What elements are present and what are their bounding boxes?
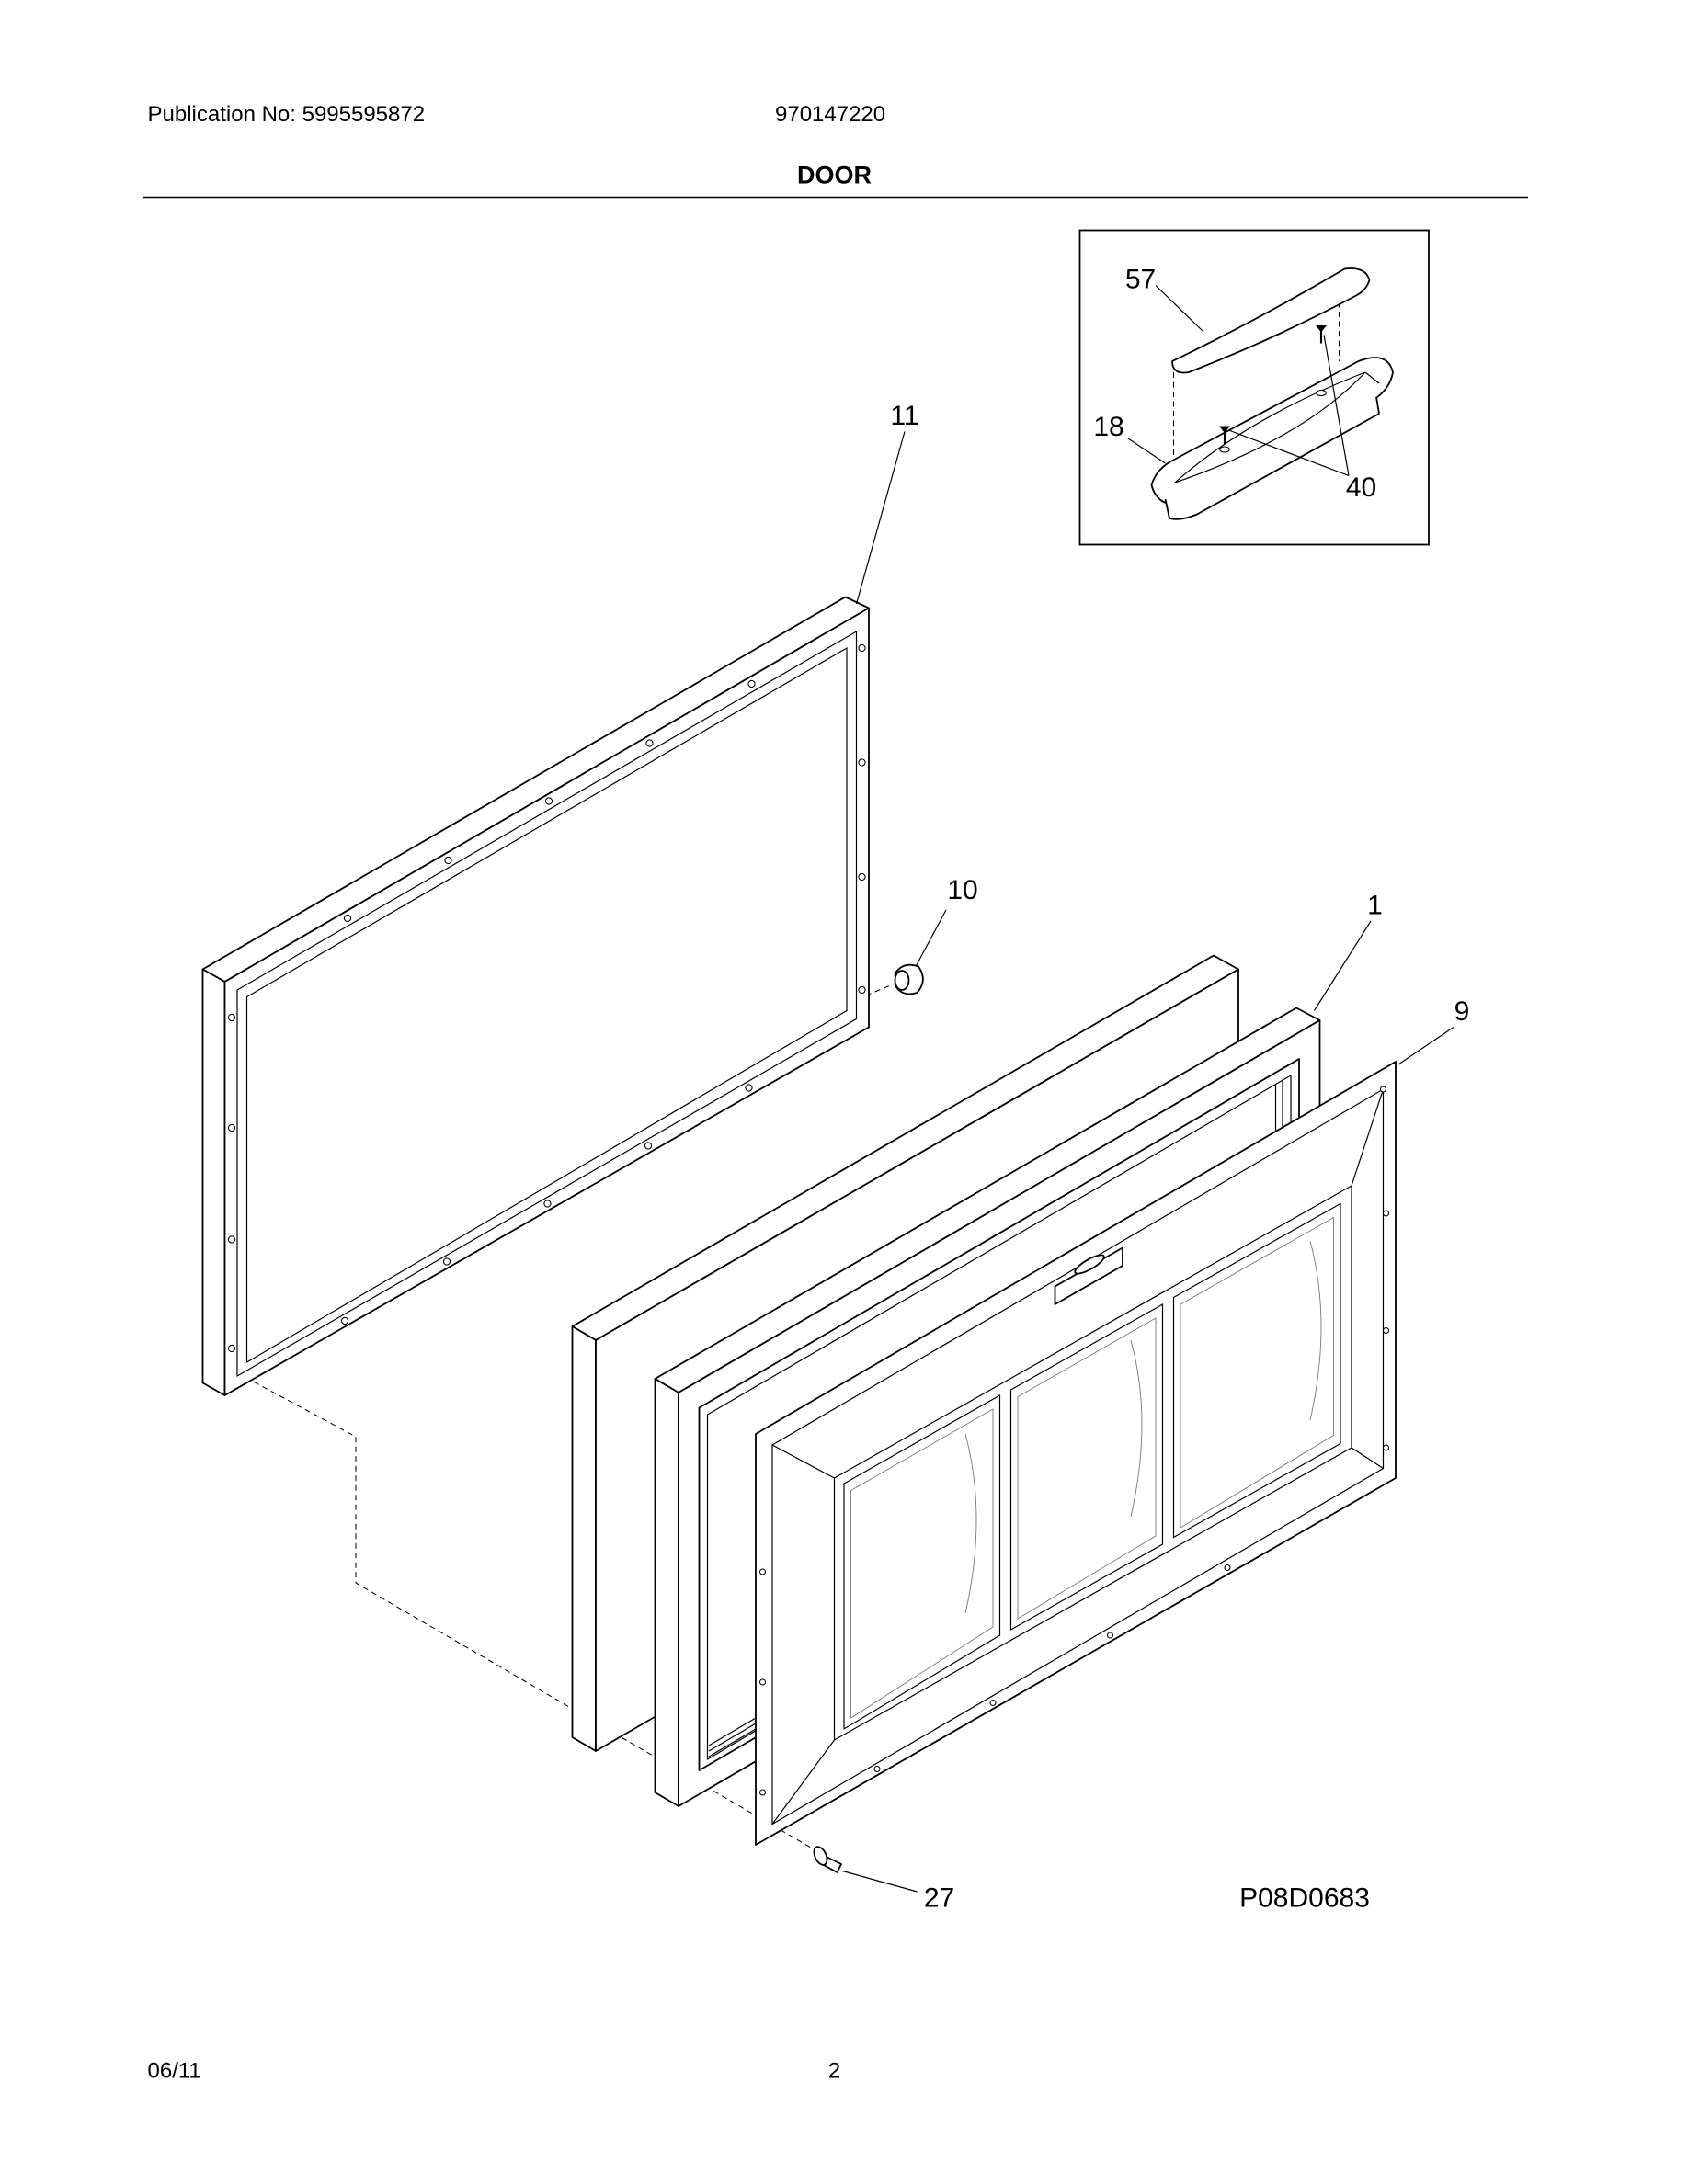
part-10-plug bbox=[894, 963, 924, 995]
screw-hole bbox=[1316, 389, 1327, 397]
part-9-handle-slot bbox=[1074, 1254, 1105, 1275]
section-title: DOOR bbox=[797, 162, 872, 189]
leader-9 bbox=[1397, 1027, 1454, 1065]
screw-hole bbox=[1382, 1444, 1390, 1451]
screw-head bbox=[1219, 426, 1230, 433]
leader-57 bbox=[1155, 285, 1203, 332]
screw-hole bbox=[1382, 1210, 1390, 1217]
screw-hole bbox=[758, 1568, 767, 1575]
callout-9: 9 bbox=[1454, 996, 1470, 1027]
part-57-handle-cap bbox=[1171, 267, 1371, 374]
screw-hole bbox=[747, 679, 756, 688]
screw-hole bbox=[758, 1789, 767, 1796]
part-11-side-face bbox=[201, 968, 226, 1396]
part-1-gasket-line bbox=[708, 1723, 757, 1752]
screw-hole bbox=[989, 1699, 997, 1707]
leader-10 bbox=[915, 909, 947, 967]
screw-hole bbox=[644, 1142, 653, 1150]
slab-side-face bbox=[571, 1325, 597, 1752]
screw-hole bbox=[1106, 1632, 1114, 1639]
leader-lines bbox=[842, 431, 1454, 1893]
part-9-window-middle-inner bbox=[1017, 1317, 1157, 1620]
part-9-bevel-line bbox=[771, 1739, 835, 1825]
callout-10: 10 bbox=[947, 875, 977, 905]
screw-hole bbox=[1219, 446, 1230, 453]
screw-hole bbox=[858, 643, 866, 653]
screw-head bbox=[1316, 325, 1327, 333]
part-1-gasket-line bbox=[708, 1717, 757, 1746]
callout-11: 11 bbox=[890, 401, 918, 431]
part-10-plug-face bbox=[894, 970, 910, 991]
part-9-window-middle bbox=[1009, 1302, 1164, 1632]
screw-hole bbox=[544, 797, 553, 805]
screw-hole bbox=[1379, 1086, 1387, 1093]
screw-hole bbox=[645, 739, 654, 747]
part-27-pin bbox=[813, 1846, 842, 1873]
screw-hole bbox=[442, 1257, 451, 1266]
leader-1 bbox=[1313, 920, 1372, 1011]
screw-hole bbox=[343, 914, 352, 923]
callout-40: 40 bbox=[1346, 472, 1376, 503]
footer-date: 06/11 bbox=[148, 2059, 201, 2084]
screw-hole bbox=[858, 758, 866, 767]
figure-code: P08D0683 bbox=[1239, 1883, 1370, 1914]
screw-hole bbox=[227, 1123, 236, 1132]
screw-hole bbox=[227, 1344, 236, 1353]
part-9-door-panel bbox=[755, 1061, 1397, 1846]
screw-hole bbox=[858, 985, 866, 995]
part-9-window-reflection bbox=[1309, 1240, 1322, 1421]
part-11-screw-holes bbox=[227, 643, 866, 1353]
part-40-screws bbox=[1219, 325, 1327, 453]
screw-hole bbox=[745, 1084, 753, 1092]
handle-detail-inset bbox=[1078, 229, 1430, 546]
screw-hole bbox=[873, 1765, 881, 1773]
part-1-side-face bbox=[654, 1378, 679, 1807]
part-9-outer-face bbox=[755, 1061, 1397, 1846]
screw-hole bbox=[227, 1235, 236, 1244]
leader-18 bbox=[1127, 438, 1166, 464]
screw-hole bbox=[227, 1013, 236, 1022]
part-9-bevel-line bbox=[771, 1444, 835, 1479]
screw-hole bbox=[340, 1316, 349, 1325]
leader-27 bbox=[842, 1870, 918, 1893]
part-9-window-reflection bbox=[1130, 1339, 1143, 1518]
screw-hole bbox=[1224, 1564, 1231, 1572]
screw-hole bbox=[758, 1678, 767, 1686]
callout-1: 1 bbox=[1367, 891, 1383, 921]
leader-11 bbox=[855, 431, 906, 605]
part-9-window-left bbox=[843, 1393, 1001, 1731]
screw-hole bbox=[1382, 1326, 1390, 1335]
callout-27: 27 bbox=[924, 1883, 954, 1914]
part-18-handle-skirt bbox=[1164, 396, 1380, 520]
part-9-bevel-line bbox=[1351, 1447, 1384, 1470]
leader-40a bbox=[1228, 429, 1350, 477]
callout-57: 57 bbox=[1125, 265, 1156, 295]
part-11-groove-inner bbox=[245, 646, 848, 1364]
callout-18: 18 bbox=[1093, 412, 1123, 442]
screw-hole bbox=[444, 856, 452, 865]
part-9-window-reflection bbox=[964, 1433, 977, 1614]
part-9-window-right-inner bbox=[1180, 1216, 1334, 1529]
model-number: 970147220 bbox=[775, 102, 885, 127]
part-9-window-left-inner bbox=[850, 1408, 994, 1719]
part-18-edge-line bbox=[1364, 371, 1380, 384]
publication-number: Publication No: 5995595872 bbox=[148, 102, 426, 127]
part-9-window-right bbox=[1172, 1202, 1341, 1539]
screw-hole bbox=[543, 1200, 552, 1208]
part-11-panel bbox=[201, 596, 870, 1396]
callout-labels: 57 18 40 11 10 1 9 27 P08D0683 bbox=[890, 265, 1469, 1914]
part-1-gasket-line bbox=[708, 1728, 757, 1757]
leader-40b bbox=[1323, 335, 1350, 476]
part-9-bevel-line bbox=[1351, 1088, 1385, 1187]
part-11-front-face bbox=[223, 607, 870, 1396]
part-11-groove-outer bbox=[236, 630, 858, 1378]
assembly-line-plug bbox=[865, 981, 900, 996]
page-number: 2 bbox=[828, 2059, 840, 2084]
part-27-pin-head bbox=[813, 1846, 828, 1866]
screw-hole bbox=[858, 872, 866, 882]
